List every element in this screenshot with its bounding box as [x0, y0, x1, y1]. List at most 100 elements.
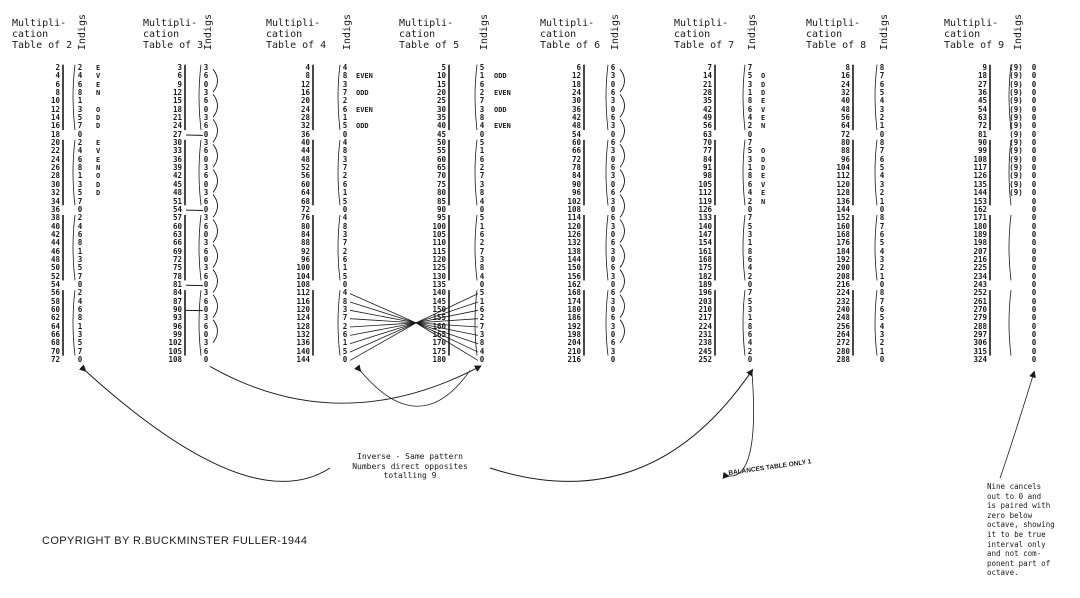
group-bracket: [474, 64, 478, 131]
group-bracket: [72, 139, 76, 206]
indig-value: 1: [747, 88, 753, 98]
multiple-value: 90: [172, 304, 182, 314]
multiple-value: 95: [436, 213, 446, 223]
indig-value: 8: [342, 221, 348, 231]
multiple-value: 170: [432, 338, 446, 348]
triad-arc: [212, 219, 218, 243]
indig-value: 5: [342, 121, 348, 131]
multiple-value: 60: [571, 138, 581, 148]
multiple-value: 248: [836, 313, 850, 323]
indig-value: 3: [203, 313, 209, 323]
indig-value: 2: [77, 138, 83, 148]
indig-value: 6: [77, 229, 83, 239]
indig-value: 5: [77, 188, 83, 198]
multiple-value: 90: [436, 204, 446, 214]
multiple-value: 98: [702, 171, 712, 181]
multiple-value: 2: [55, 63, 60, 72]
indig-value: 0: [479, 355, 485, 365]
multiple-value: 40: [300, 138, 310, 148]
indig-value: 2: [342, 96, 348, 106]
multiple-value: 171: [973, 213, 987, 223]
parity-label: O: [761, 147, 766, 156]
group-bracket: [1008, 290, 1012, 356]
multiple-value: 80: [300, 221, 310, 231]
indig-value: 8: [747, 246, 753, 256]
multiple-value: 56: [50, 288, 60, 298]
indig-value: 1: [479, 71, 485, 81]
triad-arc: [619, 93, 625, 118]
indig-value: 3: [879, 179, 885, 189]
multiple-value: 324: [973, 355, 987, 365]
indig-value: 1: [342, 113, 348, 123]
table-row: 99(9)0: [944, 147, 1074, 156]
indig-value: 1: [479, 296, 485, 306]
indig-value: 5: [879, 238, 885, 248]
indig-value: 3: [77, 104, 83, 114]
indig-value: 0: [747, 355, 753, 365]
indig-value: 7: [77, 346, 83, 356]
indig-value: 6: [879, 79, 885, 89]
multiple-value: 30: [436, 104, 446, 114]
multiple-value: 36: [571, 104, 581, 114]
zero-value: 0: [1031, 204, 1037, 214]
multiple-value: 12: [50, 104, 60, 114]
parity-label: ODD: [356, 89, 369, 98]
parity-label: E: [761, 189, 766, 198]
triad-arc: [212, 169, 218, 193]
indig-value: 8: [77, 238, 83, 248]
indig-value: 3: [879, 104, 885, 114]
indig-value: 3: [342, 304, 348, 314]
multiple-value: 168: [836, 229, 850, 239]
indig-value: 8: [879, 213, 885, 223]
multiple-value: 88: [300, 238, 310, 248]
parity-label: D: [96, 189, 101, 198]
indig-value: (9): [1009, 171, 1023, 181]
multiple-value: 10: [436, 71, 446, 81]
multiple-value: 272: [836, 338, 850, 348]
indig-value: 0: [879, 204, 885, 214]
indig-value: 6: [203, 171, 209, 181]
multiple-value: 76: [300, 213, 310, 223]
indig-value: (9): [1009, 88, 1023, 98]
fan-line-right: [415, 322, 479, 336]
indig-value: 1: [879, 121, 885, 131]
multiple-value: 119: [698, 196, 712, 206]
indig-value: 2: [77, 288, 83, 298]
indig-value: 0: [77, 355, 83, 365]
multiple-value: 48: [300, 154, 310, 164]
multiple-value: 8: [845, 63, 850, 72]
zero-value: 0: [1031, 79, 1037, 89]
multiple-value: 110: [432, 238, 446, 248]
multiple-value: 120: [296, 304, 310, 314]
zero-value: 0: [1031, 196, 1037, 206]
indig-value: 0: [479, 204, 485, 214]
indig-value: 8: [747, 171, 753, 181]
triad-arc: [212, 319, 218, 344]
triad-arc: [619, 319, 625, 344]
